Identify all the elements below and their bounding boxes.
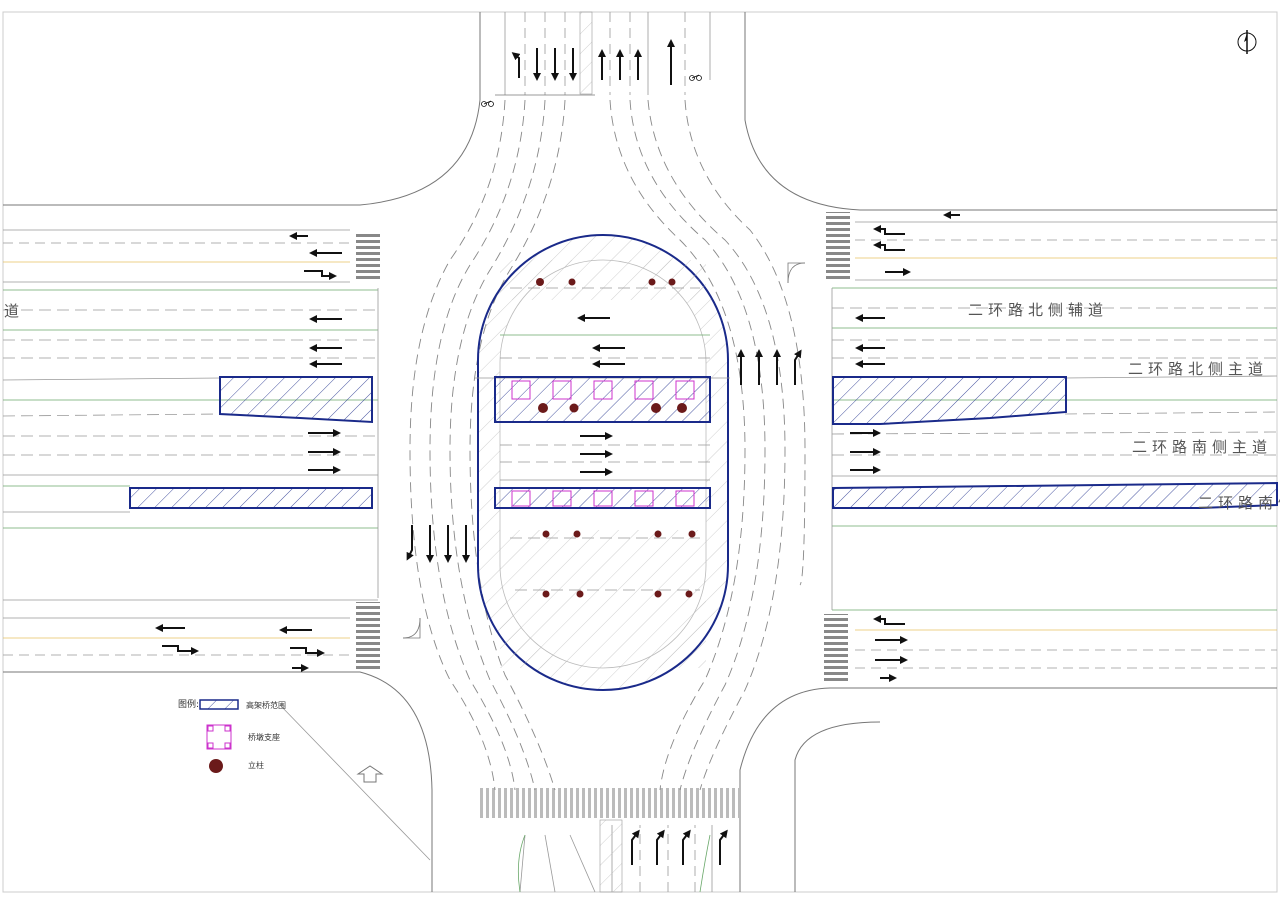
- south-median-hatch: [599, 819, 623, 893]
- crosswalk-west-south: [356, 602, 380, 670]
- label-north-service-road: 二环路北侧辅道: [968, 301, 1108, 319]
- turn-arrow-icons: [162, 52, 905, 865]
- legend-hatched-label: 高架桥范围: [246, 700, 286, 710]
- legend-title: 图例:: [178, 698, 199, 710]
- label-north-main-road: 二环路北侧主道: [1128, 360, 1268, 378]
- west-approach-lines: [2, 229, 379, 656]
- central-island-inner-hatch-south: [500, 530, 706, 668]
- north-median-hatch: [579, 11, 593, 95]
- label-west-edge-fragment: 道: [4, 302, 24, 320]
- outline-arrow-icon: [356, 765, 384, 783]
- central-island-inner-hatch-north: [500, 260, 706, 300]
- label-south-main-road: 二环路南侧主道: [1132, 438, 1272, 456]
- legend: 图例: 高架桥范围 桥墩支座 立柱: [178, 698, 286, 773]
- legend-pier-swatch: [206, 724, 232, 750]
- north-approach-lines: [495, 12, 711, 96]
- east-approach-lines: [831, 221, 1278, 669]
- north-arrow-icon: [1237, 30, 1257, 54]
- sw-diagonal-line: [279, 704, 431, 861]
- legend-pier-label: 桥墩支座: [248, 732, 280, 742]
- crosswalk-south: [478, 788, 740, 818]
- legend-column-label: 立柱: [248, 760, 264, 770]
- bicycle-icon: [481, 74, 702, 107]
- crosswalk-east-north: [826, 212, 850, 282]
- crosswalk-east-south: [824, 614, 848, 684]
- lane-arrow-icon: [155, 39, 960, 682]
- crosswalk-west-north: [356, 234, 380, 280]
- legend-hatched-swatch: [199, 699, 239, 710]
- pier-markers: [511, 380, 695, 507]
- curb-lines: [3, 12, 1277, 892]
- elevated-deck-bands: [129, 376, 1278, 509]
- curved-lane-lines: [409, 99, 806, 791]
- legend-column-swatch: [209, 759, 223, 773]
- column-dots: [536, 278, 696, 598]
- corner-markers: [402, 262, 806, 639]
- label-south-side-partial: 二环路南侧: [1198, 494, 1280, 512]
